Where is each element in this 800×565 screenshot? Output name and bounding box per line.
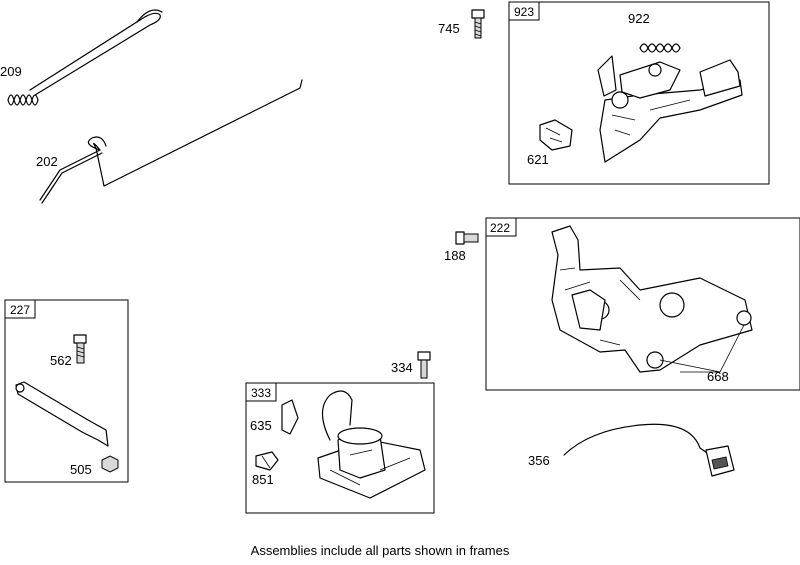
part-356-ground-wire[interactable] (563, 423, 735, 477)
label-635: 635 (250, 418, 272, 433)
label-222: 222 (490, 221, 510, 235)
label-333: 333 (251, 386, 271, 400)
frame-923-tag (508, 1, 540, 21)
frame-333-tag (245, 382, 277, 402)
label-334: 334 (391, 360, 413, 375)
label-356: 356 (528, 453, 550, 468)
frame-227-tag (4, 299, 36, 319)
part-635-wire-clip[interactable] (281, 399, 299, 435)
label-209: 209 (0, 64, 22, 79)
part-222-control-bracket[interactable] (551, 225, 753, 373)
frame-222-tag (485, 217, 517, 237)
leader-668 (659, 324, 745, 373)
diagram-caption: Assemblies include all parts shown in fr… (250, 543, 510, 558)
part-621-ground-clip[interactable] (539, 119, 573, 151)
part-188-screw[interactable] (455, 231, 479, 245)
part-209-governor-spring-link[interactable] (7, 9, 163, 106)
label-922: 922 (628, 11, 650, 26)
part-333-ignition-armature[interactable] (317, 390, 426, 499)
label-923: 923 (514, 5, 534, 19)
part-505-nut[interactable] (101, 455, 119, 473)
label-505: 505 (70, 462, 92, 477)
part-227-throttle-lever[interactable] (15, 381, 109, 447)
frame-333 (245, 382, 435, 514)
frame-227 (4, 299, 129, 483)
part-562-screw[interactable] (73, 334, 87, 364)
label-227: 227 (10, 303, 30, 317)
label-562: 562 (50, 353, 72, 368)
frame-222 (485, 217, 800, 391)
part-745-bolt[interactable] (471, 9, 485, 39)
part-334-screw[interactable] (417, 351, 431, 379)
frame-923 (508, 1, 770, 185)
part-202-governor-link[interactable] (39, 79, 303, 204)
label-202: 202 (36, 154, 58, 169)
label-745: 745 (438, 21, 460, 36)
part-922-spring[interactable] (639, 43, 681, 53)
part-923-control-bracket[interactable] (597, 55, 743, 163)
part-851-spark-plug-terminal[interactable] (255, 451, 279, 471)
label-851: 851 (252, 472, 274, 487)
label-668: 668 (707, 369, 729, 384)
label-621: 621 (527, 152, 549, 167)
label-188: 188 (444, 248, 466, 263)
